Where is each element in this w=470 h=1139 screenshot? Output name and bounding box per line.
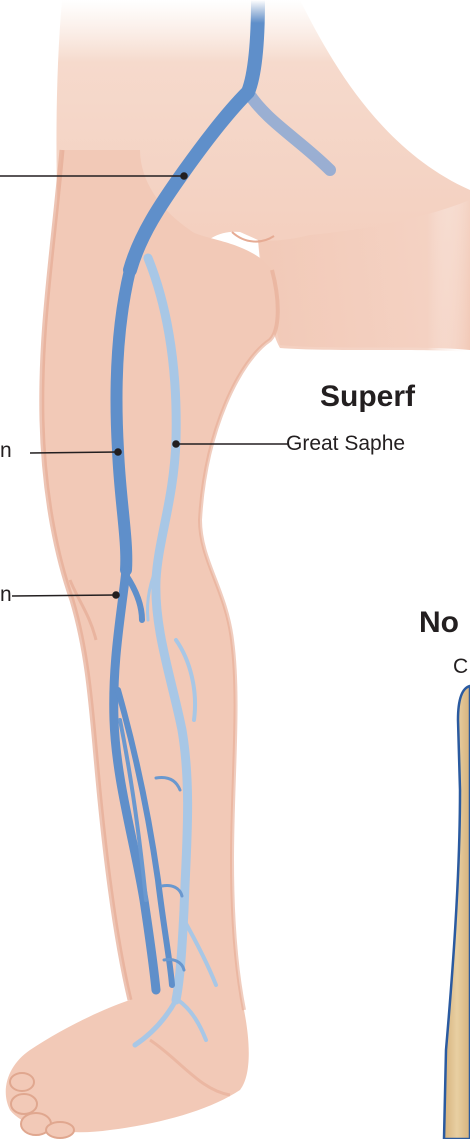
leader-dot-saphenous (173, 441, 179, 447)
leader-dot-middle (115, 449, 121, 455)
left-label-middle: n (0, 439, 12, 463)
cross-section-panel (444, 686, 470, 1139)
leg (6, 150, 279, 1138)
leader-dot-top (181, 173, 187, 179)
leader-dot-lower (113, 592, 119, 598)
left-label-lower: n (0, 583, 12, 607)
superficial-heading: Superf (320, 380, 415, 414)
leader-line-middle (30, 452, 118, 453)
normal-heading: No (419, 606, 459, 640)
normal-sub-label: C (453, 655, 468, 679)
great-saphenous-label: Great Saphe (286, 432, 405, 456)
leader-line-lower (12, 595, 116, 596)
